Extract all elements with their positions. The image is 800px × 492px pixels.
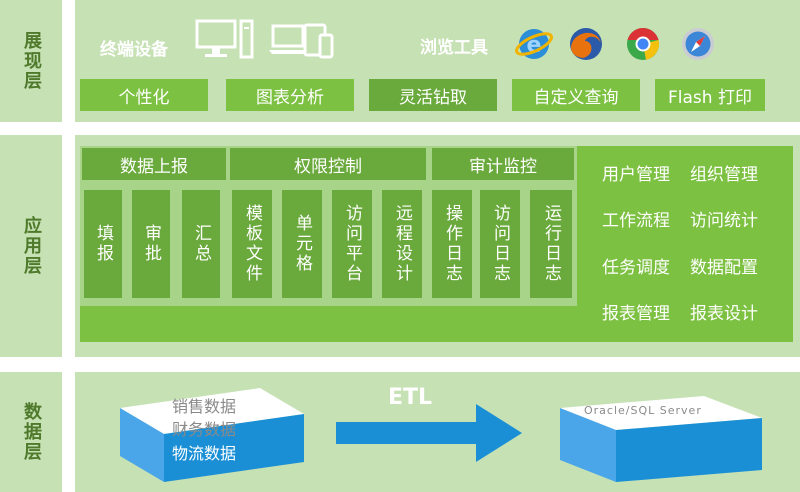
firefox-icon (570, 28, 602, 60)
item-cell: 单元格 (282, 190, 322, 298)
item-access-log: 访问日志 (480, 190, 520, 298)
item-access-platform: 访问平台 (332, 190, 372, 298)
item-approve-label: 审批 (141, 224, 161, 264)
item-run-log: 运行日志 (530, 190, 572, 298)
group-permission: 权限控制 (230, 148, 426, 180)
tool-drilldown: 灵活钻取 (369, 79, 497, 111)
item-summary-label: 汇总 (191, 224, 211, 264)
source-logistics: 物流数据 (172, 444, 237, 463)
item-run-log-label: 运行日志 (541, 204, 561, 284)
group-audit: 审计监控 (432, 148, 574, 180)
layer-data-label: 数据层 (21, 402, 42, 462)
ie-icon: e (515, 29, 553, 59)
func-access-stats: 访问统计 (690, 211, 758, 231)
etl-label: ETL (388, 385, 433, 410)
layer-application-tab: 应用层 (0, 135, 62, 357)
desktop-icon (195, 19, 254, 59)
item-template-file-label: 模板文件 (242, 204, 262, 284)
func-report-mgmt: 报表管理 (602, 304, 670, 324)
item-summary: 汇总 (182, 190, 220, 298)
item-remote-design: 远程设计 (382, 190, 422, 298)
func-task-schedule: 任务调度 (602, 258, 670, 278)
target-db: Oracle/SQL Server (584, 404, 702, 417)
func-org-mgmt: 组织管理 (690, 165, 758, 185)
target-cube (560, 396, 762, 482)
tool-custom-query: 自定义查询 (512, 79, 640, 111)
phone-icon (318, 33, 334, 59)
item-remote-design-label: 远程设计 (392, 204, 412, 284)
item-approve: 审批 (132, 190, 170, 298)
tool-flash-print: Flash 打印 (655, 79, 765, 111)
item-template-file: 模板文件 (232, 190, 272, 298)
laptop-icon (269, 24, 307, 54)
item-access-platform-label: 访问平台 (342, 204, 362, 284)
func-data-config: 数据配置 (690, 258, 758, 278)
group-data-report: 数据上报 (82, 148, 226, 180)
layer-application-label: 应用层 (21, 216, 42, 276)
source-finance: 财务数据 (172, 420, 237, 439)
tool-chart-analysis: 图表分析 (226, 79, 354, 111)
func-user-mgmt: 用户管理 (602, 165, 670, 185)
item-cell-label: 单元格 (292, 214, 312, 274)
tool-personalize: 个性化 (80, 79, 208, 111)
item-access-log-label: 访问日志 (490, 204, 510, 284)
safari-icon (682, 28, 714, 60)
browser-label: 浏览工具 (420, 38, 488, 58)
item-operation-log: 操作日志 (432, 190, 472, 298)
chrome-icon (627, 27, 660, 60)
source-cube (120, 388, 304, 482)
item-operation-log-label: 操作日志 (442, 204, 462, 284)
source-sales: 销售数据 (172, 397, 237, 416)
etl-arrow-icon (336, 404, 522, 462)
item-fill-label: 填报 (93, 224, 113, 264)
layer-presentation-label: 展现层 (21, 31, 42, 91)
item-fill: 填报 (84, 190, 122, 298)
layer-presentation-tab: 展现层 (0, 0, 62, 122)
func-workflow: 工作流程 (602, 211, 670, 231)
func-report-design: 报表设计 (690, 304, 758, 324)
layer-data-tab: 数据层 (0, 372, 62, 492)
terminal-label: 终端设备 (100, 40, 168, 60)
